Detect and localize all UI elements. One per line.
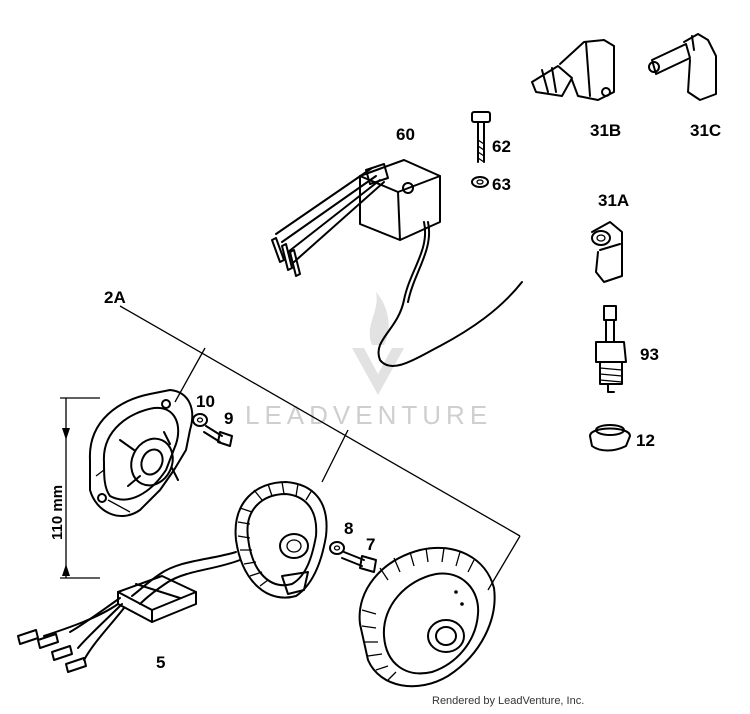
label-10: 10	[196, 392, 215, 411]
label-7: 7	[366, 535, 375, 554]
stator-2a	[131, 481, 328, 605]
assembly-lines	[119, 305, 521, 591]
label-31c: 31C	[690, 121, 721, 140]
label-62: 62	[492, 137, 511, 156]
dimension-label: 110 mm	[49, 485, 66, 540]
dimension-110mm: 110 mm	[49, 397, 100, 579]
label-5: 5	[156, 653, 165, 672]
leadventure-logo-icon	[352, 292, 404, 395]
nut-63	[471, 176, 489, 188]
bolt-62	[471, 111, 491, 163]
render-credit: Rendered by LeadVenture, Inc.	[432, 695, 585, 707]
label-8: 8	[344, 519, 353, 538]
seal-ring-12	[589, 424, 631, 452]
ignition-coil-60	[271, 159, 523, 367]
voltage-regulator-5	[17, 575, 197, 673]
arrow-up-icon	[62, 564, 70, 576]
washer-8	[329, 541, 345, 555]
label-31b: 31B	[590, 121, 621, 140]
plug-cap-31b	[531, 39, 615, 101]
callout-labels: 2A 60 62 63 31B 31C 31A 93 12 10 9 8 7 5	[104, 121, 721, 672]
spark-plug-93	[595, 305, 627, 393]
label-31a: 31A	[598, 191, 629, 210]
plug-cap-31a	[591, 221, 623, 283]
label-12: 12	[636, 431, 655, 450]
leadventure-watermark: LEADVENTURE	[245, 292, 492, 430]
label-63: 63	[492, 175, 511, 194]
washer-10	[192, 413, 208, 427]
plug-cap-31c	[648, 33, 717, 101]
screw-7	[341, 551, 377, 573]
label-2a: 2A	[104, 288, 126, 307]
screw-9	[203, 425, 233, 447]
watermark-text: LEADVENTURE	[245, 400, 492, 430]
arrow-down-icon	[62, 428, 70, 440]
base-plate	[88, 389, 194, 517]
label-9: 9	[224, 409, 233, 428]
label-93: 93	[640, 345, 659, 364]
flywheel-rotor	[358, 546, 496, 688]
label-60: 60	[396, 125, 415, 144]
